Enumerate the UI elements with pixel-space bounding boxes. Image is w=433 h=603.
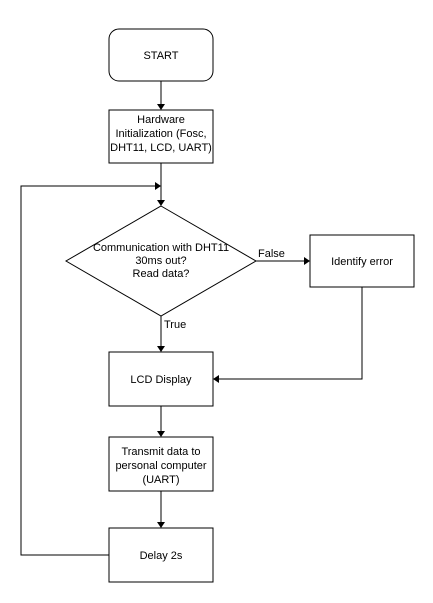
arrowhead-icon bbox=[155, 182, 161, 190]
arrowhead-icon bbox=[304, 257, 310, 265]
edge-start-to-hardware bbox=[157, 81, 165, 110]
false-label: False bbox=[258, 248, 285, 260]
identify-error-node: Identify error bbox=[309, 234, 415, 288]
arrowhead-icon bbox=[157, 431, 165, 437]
transmit-node: Transmit data to personal computer (UART… bbox=[108, 436, 214, 492]
delay-node: Delay 2s bbox=[108, 527, 214, 583]
decision-node: Communication with DHT11 30ms out? Read … bbox=[65, 205, 257, 317]
hardware-init-shape bbox=[108, 109, 214, 164]
arrowhead-icon bbox=[157, 522, 165, 528]
edge-lcd-to-transmit bbox=[157, 406, 165, 437]
arrowhead-icon bbox=[213, 375, 219, 383]
hardware-init-node: Hardware Initialization (Fosc, DHT11, LC… bbox=[108, 109, 214, 164]
arrowhead-icon bbox=[157, 200, 165, 206]
decision-label-line1: Communication with DHT11 bbox=[93, 242, 229, 254]
decision-label-line2: 30ms out? bbox=[135, 255, 186, 267]
hardware-init-label-line1: Hardware bbox=[137, 114, 185, 126]
edge-decision-true: True bbox=[157, 316, 186, 352]
edge-decision-false: False bbox=[256, 248, 310, 265]
edge-identify-to-lcd bbox=[213, 287, 363, 383]
edge-hardware-to-decision bbox=[157, 163, 165, 206]
arrowhead-icon bbox=[157, 346, 165, 352]
delay-label: Delay 2s bbox=[140, 550, 183, 562]
decision-label-line3: Read data? bbox=[133, 268, 190, 280]
identify-error-shape bbox=[309, 234, 415, 288]
transmit-label-line1: Transmit data to bbox=[121, 446, 200, 458]
lcd-display-shape bbox=[108, 351, 214, 407]
hardware-init-label-line2: Initialization (Fosc, bbox=[115, 128, 206, 140]
arrowhead-icon bbox=[157, 104, 165, 110]
transmit-label-line3: (UART) bbox=[142, 474, 179, 486]
hardware-init-label-line3: DHT11, LCD, UART) bbox=[110, 142, 212, 154]
lcd-display-label: LCD Display bbox=[130, 374, 192, 386]
start-node: START bbox=[108, 28, 214, 82]
start-label: START bbox=[143, 50, 178, 62]
edge-transmit-to-delay bbox=[157, 491, 165, 528]
true-label: True bbox=[164, 319, 186, 331]
transmit-label-line2: personal computer bbox=[115, 460, 206, 472]
lcd-display-node: LCD Display bbox=[108, 351, 214, 407]
edge-delay-loop-back bbox=[20, 182, 161, 556]
identify-error-label: Identify error bbox=[331, 256, 393, 268]
